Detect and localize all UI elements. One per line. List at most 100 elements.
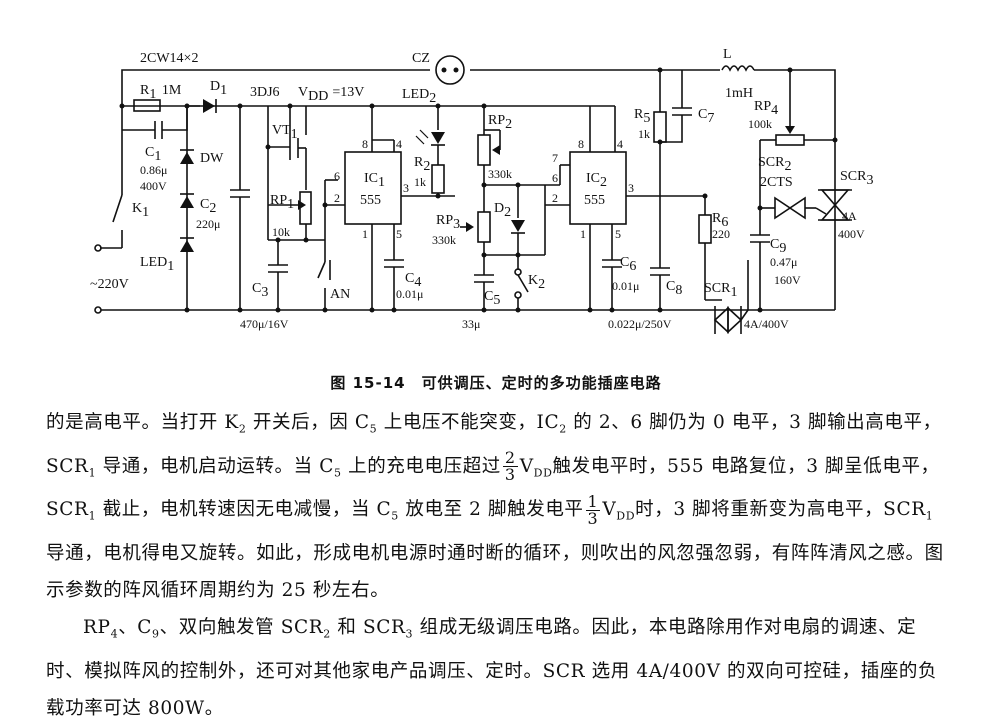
label-k2-sub: 2 xyxy=(538,277,545,292)
label-c5: C xyxy=(484,289,493,304)
label-scr1-value: 4A/400V xyxy=(744,317,789,331)
r5-resistor xyxy=(653,70,667,268)
pin-ic2-1: 1 xyxy=(580,227,586,241)
p1-seg-c: 上电压不能突变，IC xyxy=(377,412,560,433)
label-c8-value: 0.022μ/250V xyxy=(608,317,672,331)
label-ic1-type: 555 xyxy=(360,193,381,208)
c3-capacitor xyxy=(268,240,288,310)
ic1-555 xyxy=(344,106,455,310)
c8-capacitor xyxy=(650,267,670,310)
label-r5-value: 1k xyxy=(638,127,650,141)
svg-text:C9: C9 xyxy=(770,237,786,256)
d1-diode xyxy=(187,99,240,113)
label-r6-sub: 6 xyxy=(721,215,728,230)
svg-text:D1: D1 xyxy=(210,79,227,98)
label-scr1-sub: 1 xyxy=(730,285,737,300)
zener-dw xyxy=(180,106,194,310)
label-r5-sub: 5 xyxy=(643,111,650,126)
label-rp3-value: 330k xyxy=(432,233,456,247)
p1-seg-f: 上的充电电压超过 xyxy=(341,455,501,477)
label-c1-value1: 0.86μ xyxy=(140,163,167,177)
label-scr2-type: 2CTS xyxy=(760,175,793,190)
label-rp1-value: 10k xyxy=(272,225,290,239)
svg-text:SCR1: SCR1 xyxy=(704,281,737,300)
p1-sub-b: 5 xyxy=(369,422,378,436)
k2-switch xyxy=(514,255,529,310)
p1-seg-g: V xyxy=(519,455,534,477)
svg-text:RP4: RP4 xyxy=(754,99,778,118)
p1-sub-e: 5 xyxy=(334,466,342,480)
p1-seg-m: 导通，电机得电又旋转。如此，形成电机电源时通时断的循环，则吹出的风忽强忽弱，有阵… xyxy=(46,543,944,602)
label-c3: C xyxy=(252,281,261,296)
label-led2-sub: 2 xyxy=(429,91,436,106)
label-vt1-sub: 1 xyxy=(291,127,298,142)
label-r2-value: 1k xyxy=(414,175,426,189)
svg-text:D2: D2 xyxy=(494,201,511,220)
fraction-numerator: 1 xyxy=(585,491,601,511)
label-rp4-sub: 4 xyxy=(771,103,778,118)
pin-ic2-8: 8 xyxy=(578,137,584,151)
pin-ic1-8: 8 xyxy=(362,137,368,151)
label-l: L xyxy=(723,47,732,62)
label-led1: LED xyxy=(140,255,167,270)
label-c6: C xyxy=(620,255,629,270)
label-rp4-value: 100k xyxy=(748,117,772,131)
svg-text:C3: C3 xyxy=(252,281,268,300)
rp2-potentiometer xyxy=(477,106,570,186)
svg-text:C6: C6 xyxy=(620,255,636,274)
p1-sub-d: 1 xyxy=(88,466,97,480)
an-button xyxy=(317,179,345,310)
label-c4-value: 0.01μ xyxy=(396,287,423,301)
pin-ic2-5: 5 xyxy=(615,227,621,241)
svg-text:R2: R2 xyxy=(414,155,430,174)
paragraph-2: RP4、C9、双向触发管 SCR2 和 SCR3 组成无级调压电路。因此，本电路… xyxy=(46,609,946,727)
label-c2-sub: 2 xyxy=(209,201,216,216)
label-ic2-sub: 2 xyxy=(600,175,607,190)
vt1-transistor xyxy=(267,106,307,190)
label-ic1-sub: 1 xyxy=(378,175,385,190)
label-led2: LED xyxy=(402,87,429,102)
label-d2: D xyxy=(494,201,504,216)
label-ic1: IC xyxy=(364,171,378,186)
label-c9-value1: 0.47μ xyxy=(770,255,797,269)
p1-seg-a: 的是高电平。当打开 K xyxy=(46,412,239,433)
c7-capacitor xyxy=(660,70,692,143)
ac-bottom-rail xyxy=(94,306,835,314)
pin-ic2-2: 2 xyxy=(552,191,558,205)
svg-text:C1: C1 xyxy=(145,145,161,164)
c2-capacitor xyxy=(230,106,250,310)
pin-ic2-3: 3 xyxy=(628,181,634,195)
pin-ic1-1: 1 xyxy=(362,227,368,241)
label-r6-value: 220 xyxy=(712,227,730,241)
p1-seg-k: V xyxy=(602,499,617,521)
label-c4-sub: 4 xyxy=(414,275,421,290)
p2-seg-c: 、双向触发管 SCR xyxy=(159,617,324,639)
label-c8-sub: 8 xyxy=(675,283,682,298)
label-d1-sub: 1 xyxy=(220,83,227,98)
label-scr2-sub: 2 xyxy=(784,159,791,174)
fraction-denominator: 3 xyxy=(587,508,599,528)
label-2cw14: 2CW14×2 xyxy=(140,51,198,66)
p1-sub-a: 2 xyxy=(238,422,247,436)
label-r1-sub: 1 xyxy=(149,87,156,102)
top-rail xyxy=(121,69,836,310)
label-c1-sub: 1 xyxy=(154,149,161,164)
label-ic2: IC xyxy=(586,171,600,186)
label-scr3: SCR xyxy=(840,169,867,184)
label-vdd-sub: DD xyxy=(308,89,328,104)
p1-sub-l: 1 xyxy=(925,510,934,524)
inductor-l xyxy=(720,64,755,76)
svg-text:RP3: RP3 xyxy=(436,213,460,232)
c4-capacitor xyxy=(384,259,404,310)
label-r2: R xyxy=(414,155,424,170)
scr1-triac xyxy=(713,260,749,334)
p1-sub-k: DD xyxy=(616,510,636,524)
p1-seg-d: 的 2、6 脚仍为 0 电平，3 脚输出高电平，SCR xyxy=(46,412,942,477)
label-c3-sub: 3 xyxy=(261,285,268,300)
label-c2-value: 220μ xyxy=(196,217,220,231)
svg-text:R5: R5 xyxy=(634,107,650,126)
pin-ic2-4: 4 xyxy=(617,137,623,151)
svg-text:C5: C5 xyxy=(484,289,500,308)
